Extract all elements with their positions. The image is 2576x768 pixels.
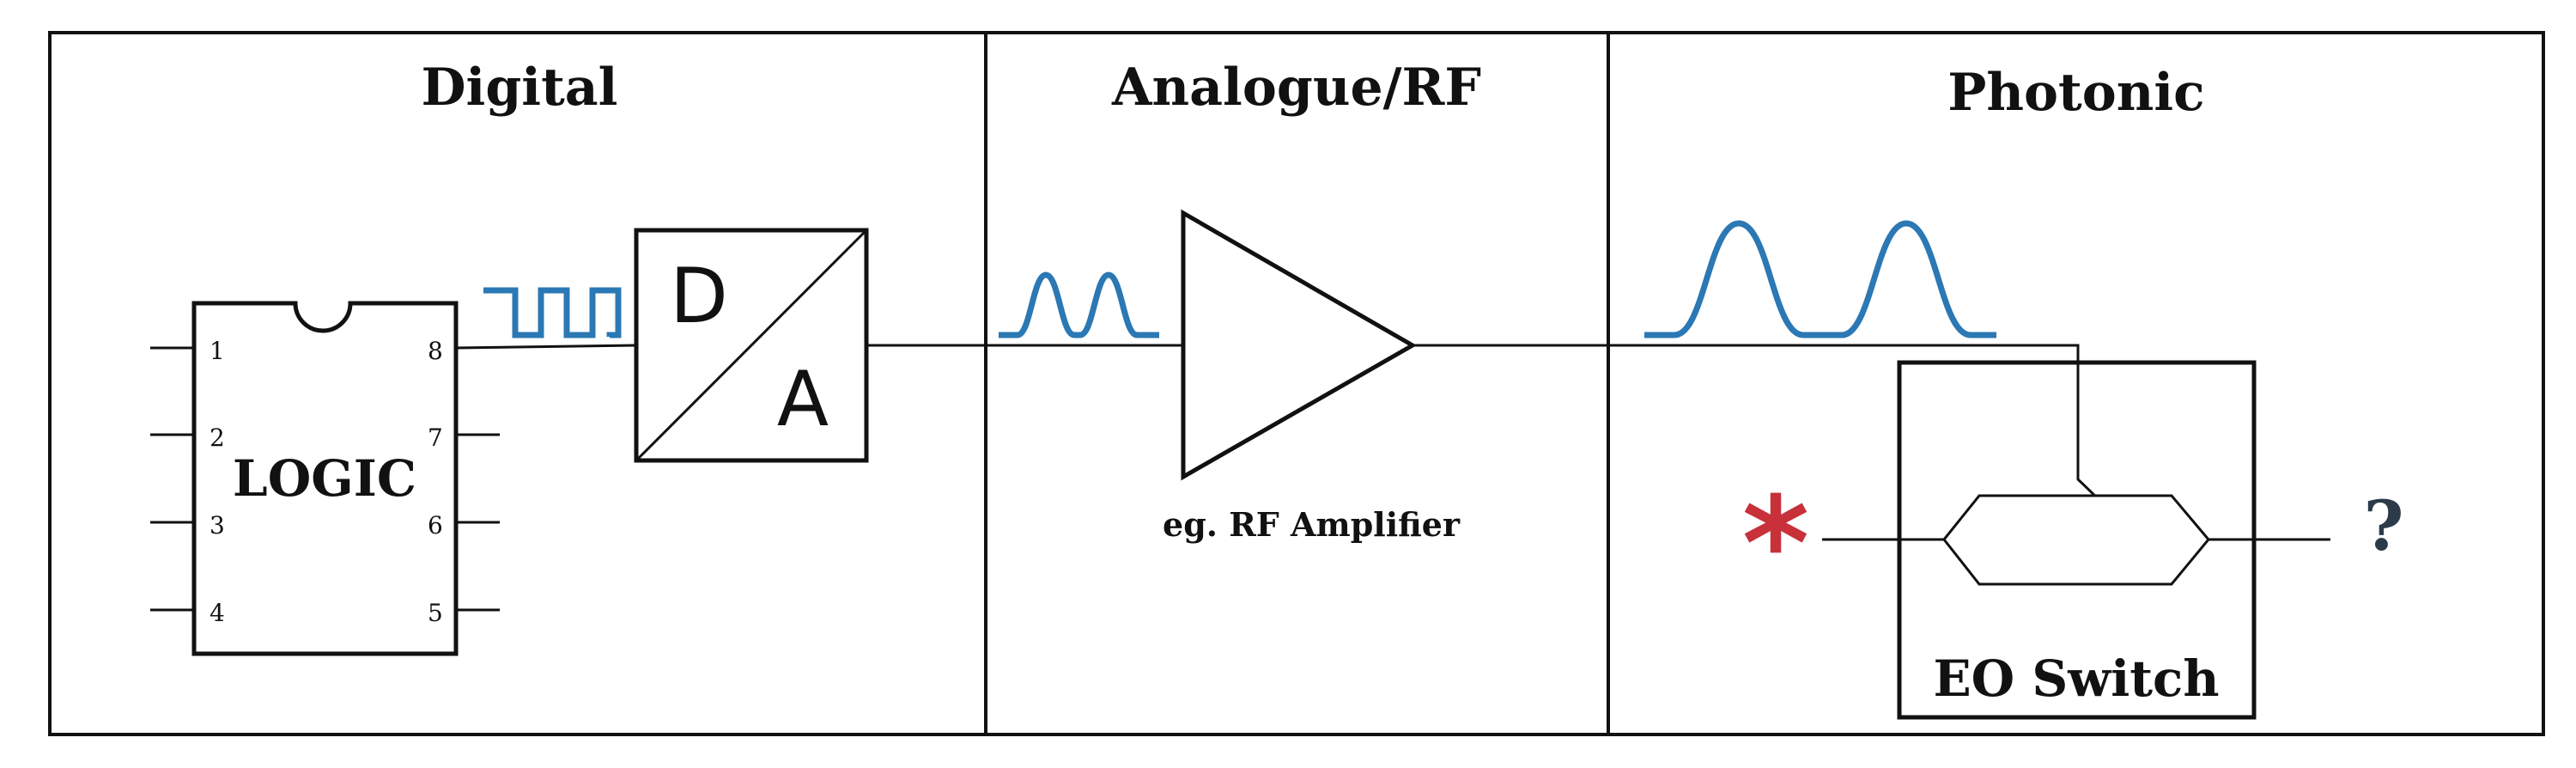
chip-pin-number-4: 4 (210, 599, 225, 627)
eo-switch-modulator (1942, 494, 2210, 586)
logic-chip-label: LOGIC (233, 449, 416, 508)
photonic-pulse-signal (1644, 220, 1996, 338)
logic-chip-body (191, 301, 459, 656)
chip-pin-number-6: 6 (428, 511, 443, 539)
chip-pin-number-2: 2 (210, 424, 225, 452)
chip-pin-number-8: 8 (428, 337, 443, 365)
outer-frame (48, 31, 2545, 736)
chip-pin-number-5: 5 (428, 599, 443, 627)
chip-pin-number-3: 3 (210, 511, 225, 539)
rf-pulse-signal (999, 271, 1159, 338)
eo-switch-label: EO Switch (1933, 649, 2219, 708)
section-title-photonic: Photonic (1947, 63, 2204, 123)
chip-pin-number-1: 1 (210, 337, 225, 365)
chip-pin-number-7: 7 (428, 424, 443, 452)
eo-switch: EO Switch (1897, 360, 2257, 720)
square-wave-signal (483, 287, 622, 338)
amplifier-triangle (1181, 209, 1418, 481)
dac-diagonal (635, 229, 868, 462)
rf-amplifier: eg. RF Amplifier (1163, 209, 1461, 544)
section-title-analogue: Analogue/RF (1111, 58, 1481, 118)
dac-letter-a: A (777, 355, 829, 443)
chip-pin-lead-8 (455, 344, 636, 350)
output-question-marker: ? (2364, 485, 2404, 566)
dac-converter: D A (634, 228, 869, 463)
amplifier-caption: eg. RF Amplifier (1163, 505, 1461, 544)
input-asterisk-marker: * (1742, 470, 1809, 619)
section-title-digital: Digital (422, 58, 618, 118)
logic-chip: 1 2 3 4 5 6 7 8 LOGIC (150, 301, 636, 656)
dac-letter-d: D (670, 252, 728, 340)
